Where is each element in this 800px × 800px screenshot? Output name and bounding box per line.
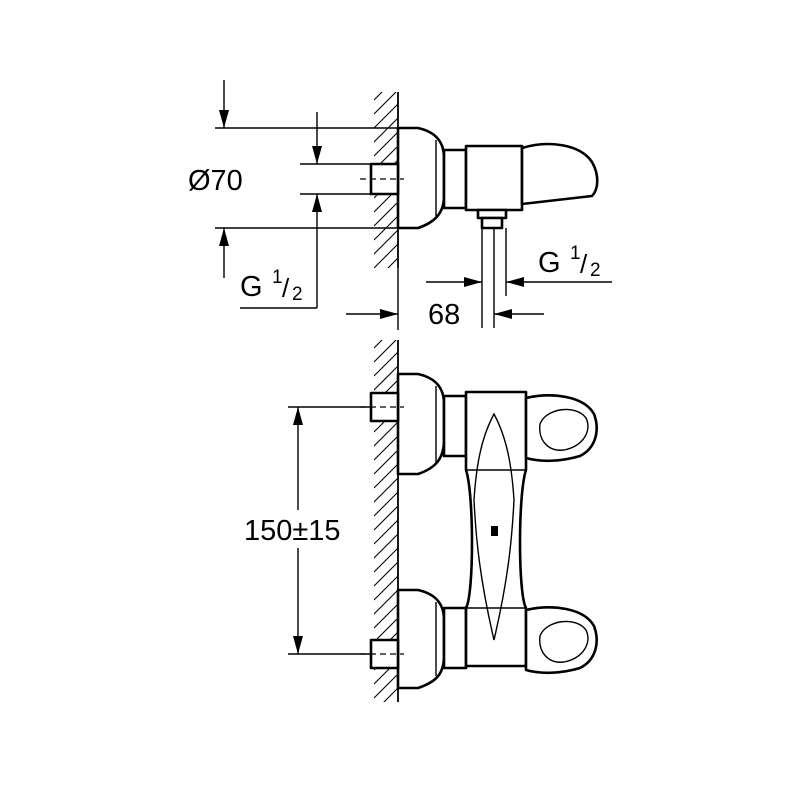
- thread-arrow-top: [312, 146, 322, 164]
- hatch-line: [374, 519, 398, 545]
- hatch-line: [374, 340, 383, 349]
- hatch-line: [374, 351, 398, 377]
- hatch-line: [374, 92, 383, 101]
- hatch-line: [374, 491, 398, 517]
- hatch-line: [397, 701, 398, 702]
- rthread-arrow-left: [464, 277, 482, 287]
- thread-right-num: 1: [570, 243, 581, 264]
- upper-handle-inner: [539, 408, 589, 451]
- hatch-line: [374, 201, 398, 227]
- hatch-line: [374, 131, 398, 157]
- dia-arrow-bottom: [219, 228, 229, 246]
- hatch-line: [374, 229, 398, 255]
- body-diamond: [473, 412, 515, 641]
- hatch-line: [374, 286, 398, 310]
- hatch-line: [374, 589, 398, 615]
- hatch-line: [374, 477, 398, 503]
- hatch-line: [374, 272, 398, 296]
- thread-left-den: 2: [292, 284, 303, 305]
- thread-right-den: 2: [590, 260, 601, 281]
- center-distance-label: 150±15: [244, 515, 341, 547]
- hatch-line: [374, 730, 398, 754]
- hatch-line: [374, 92, 397, 115]
- depth-label: 68: [428, 299, 460, 331]
- hatch-line: [374, 103, 398, 129]
- hatch-line: [374, 243, 398, 268]
- mixer-body-side: [464, 144, 524, 212]
- center-arrow-bottom: [293, 636, 303, 654]
- lower-handle-inner: [539, 620, 589, 663]
- hatch-line: [374, 547, 398, 573]
- diameter-label: Ø70: [188, 165, 243, 197]
- hatch-line: [374, 533, 398, 559]
- handle-side: [520, 142, 599, 206]
- lower-handle: [524, 606, 598, 675]
- hatch-line: [374, 435, 398, 461]
- thread-right-slash: /: [580, 249, 588, 279]
- hatch-line: [374, 449, 398, 475]
- lower-escutcheon: [396, 588, 446, 690]
- depth-arrow-left: [380, 309, 398, 319]
- upper-neck: [442, 394, 468, 458]
- dia-arrow-top: [219, 110, 229, 128]
- hatch-line: [374, 561, 398, 587]
- thread-label-left: G 1 / 2: [240, 267, 303, 305]
- thread-right-base: G: [538, 247, 561, 279]
- wall-escutcheon-top: [396, 126, 446, 230]
- thread-left-slash: /: [282, 273, 290, 303]
- hatch-line: [374, 365, 398, 391]
- hatch-line: [387, 257, 398, 268]
- dimensions-bottom: [288, 406, 371, 655]
- hatch-line: [374, 463, 398, 489]
- hatch-line: [374, 505, 398, 531]
- outlet-nut: [480, 216, 504, 230]
- thread-arrow-bottom: [312, 194, 322, 212]
- hatch-line: [374, 716, 398, 740]
- depth-arrow-right: [494, 309, 512, 319]
- upper-escutcheon: [396, 372, 446, 476]
- rthread-arrow-right: [506, 277, 524, 287]
- body-neck: [442, 148, 468, 210]
- hatch-line: [374, 617, 398, 643]
- front-view: [360, 340, 598, 754]
- thread-label-right: G 1 / 2: [538, 243, 601, 281]
- hatch-line: [374, 575, 398, 601]
- hatch-line: [374, 421, 398, 447]
- thread-left-base: G: [240, 271, 263, 303]
- hatch-line: [374, 62, 398, 86]
- hatch-line: [383, 687, 398, 702]
- side-view: [360, 62, 599, 328]
- hatch-line: [374, 603, 398, 629]
- hatch-line: [374, 673, 398, 699]
- upper-handle: [524, 394, 598, 463]
- outlet-marker: [491, 526, 498, 536]
- center-arrow-top: [293, 407, 303, 425]
- wall-hatching-bottom: [374, 340, 398, 754]
- hatch-line: [374, 340, 397, 363]
- lower-neck: [442, 606, 468, 670]
- thread-left-num: 1: [272, 267, 283, 288]
- dimensions-top: [215, 80, 612, 330]
- hatch-line: [374, 117, 398, 143]
